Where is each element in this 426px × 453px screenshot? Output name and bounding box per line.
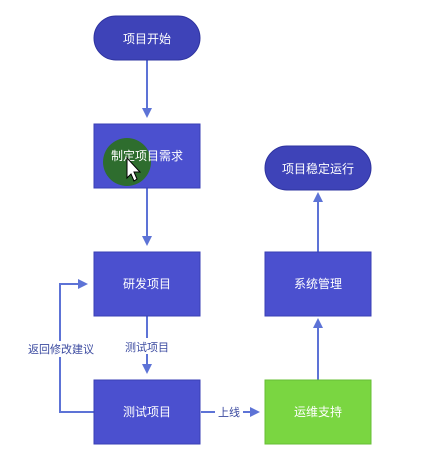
nodes: 项目开始 制定项目需求 研发项目 测试项目 运维支持 系统管理: [93, 15, 372, 445]
start-label: 项目开始: [123, 32, 171, 46]
support-label: 运维支持: [294, 404, 342, 419]
requirements-label: 制定项目需求: [111, 148, 183, 163]
edge-label-test-to-develop: 返回修改建议: [28, 342, 94, 356]
edge-label-test-to-support: 上线: [218, 405, 240, 419]
test-label: 测试项目: [123, 404, 171, 419]
develop-box[interactable]: [93, 251, 201, 317]
develop-label: 研发项目: [123, 276, 171, 291]
stable-pill[interactable]: [264, 145, 372, 191]
edge-label-bg: [215, 404, 243, 420]
edge-label-develop-to-test: 测试项目: [125, 341, 169, 354]
manage-box[interactable]: [264, 251, 372, 317]
node-manage[interactable]: 系统管理: [264, 251, 372, 317]
edge-labels: 测试项目 返回修改建议 上线: [24, 338, 243, 420]
edge-label-bg: [120, 338, 174, 354]
test-box[interactable]: [93, 379, 201, 445]
node-test[interactable]: 测试项目: [93, 379, 201, 445]
node-support[interactable]: 运维支持: [264, 379, 372, 445]
pointer-hand-icon: [126, 156, 142, 182]
node-requirements[interactable]: 制定项目需求: [93, 123, 201, 189]
support-box[interactable]: [264, 379, 372, 445]
stable-label: 项目稳定运行: [282, 161, 354, 176]
node-develop[interactable]: 研发项目: [93, 251, 201, 317]
manage-label: 系统管理: [294, 276, 342, 291]
node-start[interactable]: 项目开始: [93, 15, 201, 61]
edges: [59, 60, 323, 417]
node-stable[interactable]: 项目稳定运行: [264, 145, 372, 191]
edge-label-bg: [24, 341, 100, 357]
start-pill[interactable]: [93, 15, 201, 61]
